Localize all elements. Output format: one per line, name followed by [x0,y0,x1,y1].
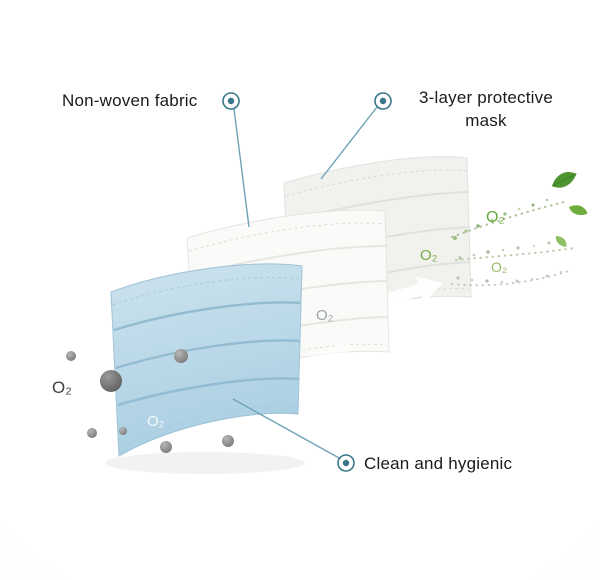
o2-label-middle-mask: O₂ [316,307,334,324]
callout-line-clean [232,398,340,459]
mask-front-hems [110,265,303,457]
callout-dot-non-woven [222,92,240,110]
callout-dot-clean [337,454,355,472]
airflow-dots [451,198,575,287]
callout-dots [222,92,392,472]
o2-label-left: O₂ [52,378,72,397]
o2-label-front-mask: O₂ [147,413,165,430]
particle [66,351,76,361]
label-3-layer-line2: mask [465,110,507,130]
particle [100,370,122,392]
label-clean-hygienic: Clean and hygienic [364,454,513,473]
leaf-icon [553,233,569,250]
o2-label-air-top: O₂ [486,209,505,226]
particle [174,349,188,363]
particle [160,441,172,453]
callout-lines [232,106,378,459]
leaf-icon [549,169,580,191]
particle [222,435,234,447]
particle [87,428,97,438]
callout-dot-3-layer [374,92,392,110]
o2-label-air-bottom: O₂ [491,259,507,275]
label-3-layer-line1: 3-layer protective [419,88,553,107]
particles [66,349,234,453]
mask-front-pleats [113,301,302,407]
label-3-layer-mask: 3-layer protective mask [402,87,570,133]
mask-front-blue: O₂ [110,263,303,457]
mask-shadow [105,452,305,474]
mask-back-hems [285,169,470,324]
callout-line-3-layer [320,106,378,180]
o2-label-back-mask: O₂ [420,247,438,264]
label-non-woven-fabric: Non-woven fabric [62,91,198,110]
leaf-icon [567,201,590,219]
particle [119,427,127,435]
callout-line-non-woven [233,108,250,228]
leaves [549,169,590,250]
